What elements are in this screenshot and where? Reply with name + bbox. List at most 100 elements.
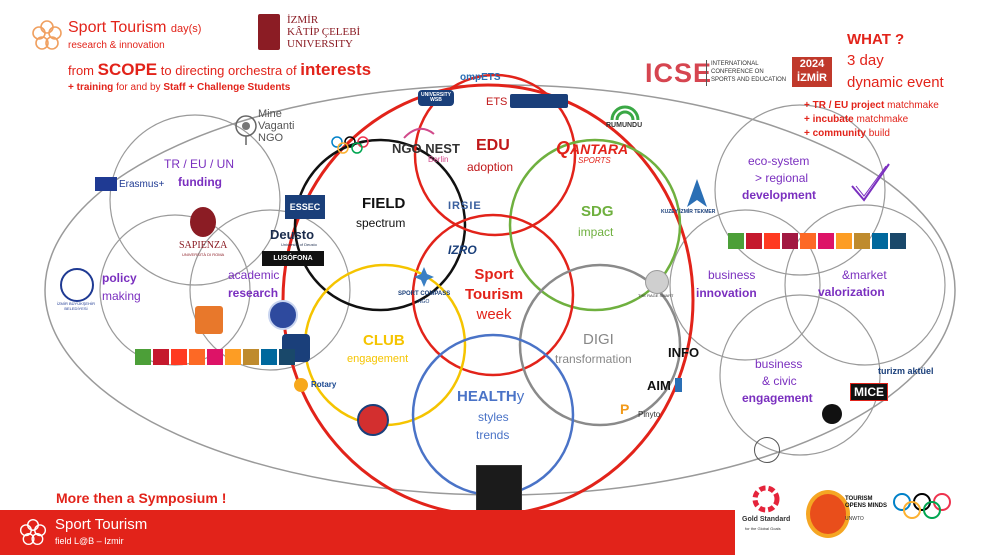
- footer-title: Sport Tourism: [55, 516, 148, 533]
- sdg-icons-right: [728, 233, 906, 249]
- gold-standard-sub: for the Global Goals: [745, 526, 781, 531]
- edu-sub: adoption: [467, 160, 514, 174]
- market-line2: valorization: [818, 285, 885, 299]
- what-line2: dynamic event: [847, 74, 944, 91]
- partner-round-emblem: [754, 437, 780, 463]
- sdg-wheel-icon: [752, 485, 780, 513]
- mine-vaganti-icon: [235, 115, 257, 145]
- eco-line1: eco-system: [748, 154, 810, 168]
- center-circle: [411, 213, 575, 377]
- tourism-minds-logo: TOURISM OPENS MINDS: [845, 496, 888, 509]
- aim-badge: [675, 378, 682, 392]
- edu-circle: [413, 73, 577, 237]
- what-bullets: + TR / EU project matchmake + incubate m…: [804, 99, 939, 141]
- checkmark-icon: [851, 163, 890, 202]
- icse-city: İZMİR: [797, 72, 827, 84]
- club-emblem-icon: [357, 404, 389, 436]
- footer-sub: field L@B – Izmir: [55, 536, 124, 546]
- mine-vaganti-logo: Mine Vaganti NGO: [258, 108, 295, 144]
- footer-partner-panel: [735, 478, 985, 555]
- biz-line2: innovation: [696, 286, 757, 300]
- qantara-sub: SPORTS: [578, 156, 611, 165]
- ets-logo: ETS: [486, 96, 508, 108]
- aim-logo: AIM: [647, 378, 671, 393]
- sdg-circle: [508, 138, 682, 312]
- icse-description: INTERNATIONAL CONFERENCE ON SPORTS AND E…: [711, 60, 786, 84]
- mice-logo: MICE: [850, 383, 888, 401]
- runner-photo: [476, 465, 522, 513]
- eco-line3: development: [742, 188, 817, 202]
- qantara-q: Q: [556, 138, 571, 158]
- civic-line1: business: [755, 357, 803, 371]
- what-title: WHAT ?: [847, 31, 905, 48]
- left-circle-academic: [189, 209, 351, 371]
- gold-standard-logo: Gold Standard: [742, 516, 791, 523]
- club-sub: engagement: [347, 353, 409, 365]
- policy-line2: making: [102, 289, 141, 303]
- scope-mid: to directing orchestra of: [160, 63, 297, 78]
- partner-black-emblem: [822, 404, 842, 424]
- olympic-rings-icon: [331, 136, 369, 154]
- eu-flag-icon: [95, 177, 117, 191]
- policy-line1: policy: [102, 271, 137, 285]
- funding-line1: TR / EU / UN: [164, 157, 235, 171]
- kuzey-tekmer-logo: KUZEY İZMİR TEKMER: [661, 209, 716, 215]
- right-circle-civic: [719, 294, 881, 456]
- eco-line2: > regional: [755, 171, 809, 185]
- university-line2: KÂTİP ÇELEBİ: [287, 26, 361, 38]
- health-title-suffix: y: [516, 388, 525, 405]
- deusto-logo: Deusto: [270, 227, 315, 242]
- right-circle-eco: [714, 104, 886, 276]
- uni-wsb-logo: UNIVERSITY WSB: [418, 90, 454, 106]
- kuzey-tekmer-icon: [687, 179, 707, 207]
- health-title: HEALTH: [457, 388, 517, 405]
- university-line3: UNIVERSITY: [287, 38, 353, 50]
- what-b1-bold: + TR / EU project: [804, 100, 885, 111]
- sdg-icons-left: [135, 349, 295, 365]
- sdg-sub: impact: [578, 225, 614, 239]
- sapienza-sub: UNIVERSITÀ DI ROMA: [182, 252, 225, 257]
- sport-compass-sub: NGO: [418, 299, 430, 305]
- tourism-minds-emblem: [806, 490, 850, 538]
- ngo-nest-sub: Berlin: [428, 155, 449, 164]
- info-logo: INFO: [668, 345, 700, 360]
- what-b1-rest: matchmake: [887, 100, 939, 111]
- right-circle-innovation: [669, 209, 821, 361]
- field-sub: spectrum: [356, 216, 406, 230]
- footer-tagline: More then a Symposium !: [56, 490, 227, 506]
- icse-desc3: SPORTS AND EDUCATION: [711, 77, 787, 83]
- izmir-bb-emblem: [60, 268, 94, 302]
- health-l3: trends: [476, 428, 510, 442]
- field-circle: [293, 138, 467, 312]
- icse-year: 2024: [799, 58, 825, 70]
- header-title: Sport Tourism: [68, 19, 167, 36]
- university-logo: İZMİR KÂTİP ÇELEBİ UNIVERSITY: [287, 14, 360, 50]
- icse-desc2: CONFERENCE ON: [711, 69, 764, 75]
- biz-line1: business: [708, 268, 756, 282]
- scope-word: SCOPE: [97, 60, 158, 79]
- essec-logo: ESSEC: [285, 195, 325, 219]
- what-b3-rest: build: [868, 128, 890, 139]
- scope-line: from SCOPE to directing orchestra of int…: [68, 60, 371, 80]
- header-title-line: Sport Tourism day(s): [68, 19, 201, 37]
- center-label: Sport Tourism week: [459, 265, 529, 325]
- sport-compass-icon: [414, 267, 434, 287]
- sapienza-logo: SAPIENZA: [179, 240, 228, 251]
- icse-logo: ICSE: [645, 58, 713, 88]
- sport-tourism-flower-logo: [32, 20, 62, 50]
- deusto-sub: University of Deusto: [281, 242, 317, 247]
- rumundu-logo: RUMUNDU: [606, 122, 643, 129]
- field-title: FIELD: [362, 195, 406, 212]
- ngo-nest-icon: [403, 127, 435, 139]
- izro-logo: IZRO: [448, 243, 477, 257]
- header-subtitle: research & innovation: [68, 40, 165, 51]
- university-emblem: [258, 14, 280, 50]
- partner-script-logo: [788, 427, 808, 441]
- irsie-logo: IRSIE: [448, 200, 482, 212]
- rotary-wheel-icon: [294, 378, 308, 392]
- rumundu-icon: [610, 105, 640, 121]
- what-b2-bold: + incubate: [804, 114, 854, 125]
- rage-smart-logo: THE RAGE SMART: [638, 293, 674, 298]
- training-line: + training for and by Staff + Challenge …: [68, 82, 290, 93]
- digi-title: DIGI: [583, 331, 614, 348]
